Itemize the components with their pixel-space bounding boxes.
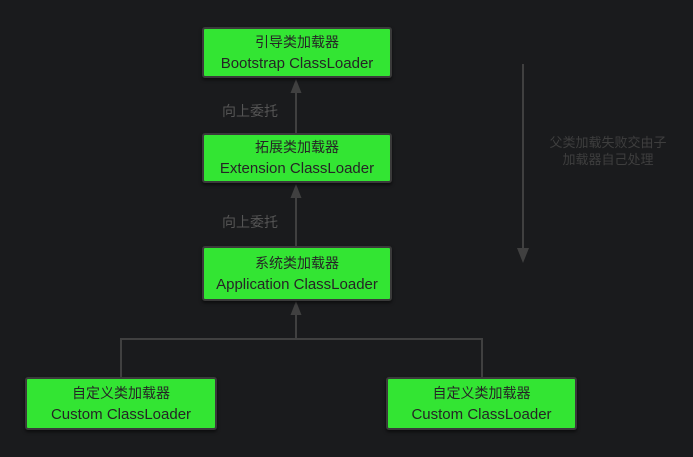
node-custom-left-label-zh: 自定义类加载器 [72,384,170,401]
node-custom-right-label-zh: 自定义类加载器 [432,384,531,401]
arrow-up-icon [290,301,302,315]
node-custom-classloader-left: 自定义类加载器 Custom ClassLoader [25,377,217,430]
arrow-up-icon [290,79,302,93]
arrow-up-icon [290,184,302,198]
fallback-note-line2: 加载器自己处理 [562,152,654,167]
delegate-up-label-2: 向上委托 [222,214,278,230]
node-custom-left-label-en: Custom ClassLoader [50,405,192,423]
fallback-note-line1: 父类加载失败交由子 [549,135,667,150]
node-bootstrap-label-zh: 引导类加载器 [255,33,339,50]
custom-loaders-connector [120,301,483,377]
fallback-note: 父类加载失败交由子 加载器自己处理 [538,134,678,168]
node-extension-label-zh: 拓展类加载器 [255,139,339,155]
delegate-arrow-extension-to-bootstrap [290,79,302,133]
delegate-up-label-1: 向上委托 [222,103,278,119]
node-application-label-en: Application ClassLoader [216,275,378,293]
delegate-arrow-application-to-extension [290,184,302,246]
node-custom-classloader-right: 自定义类加载器 Custom ClassLoader [386,377,577,430]
node-application-classloader: 系统类加载器 Application ClassLoader [202,246,392,301]
node-extension-classloader: 拓展类加载器 Extension ClassLoader [202,133,392,183]
node-application-label-zh: 系统类加载器 [255,254,339,271]
fallback-arrow-down [517,64,529,263]
arrow-down-icon [517,248,529,263]
node-bootstrap-classloader: 引导类加载器 Bootstrap ClassLoader [202,27,392,78]
node-custom-right-label-en: Custom ClassLoader [411,405,552,423]
node-bootstrap-label-en: Bootstrap ClassLoader [220,54,374,72]
node-extension-label-en: Extension ClassLoader [219,160,375,177]
